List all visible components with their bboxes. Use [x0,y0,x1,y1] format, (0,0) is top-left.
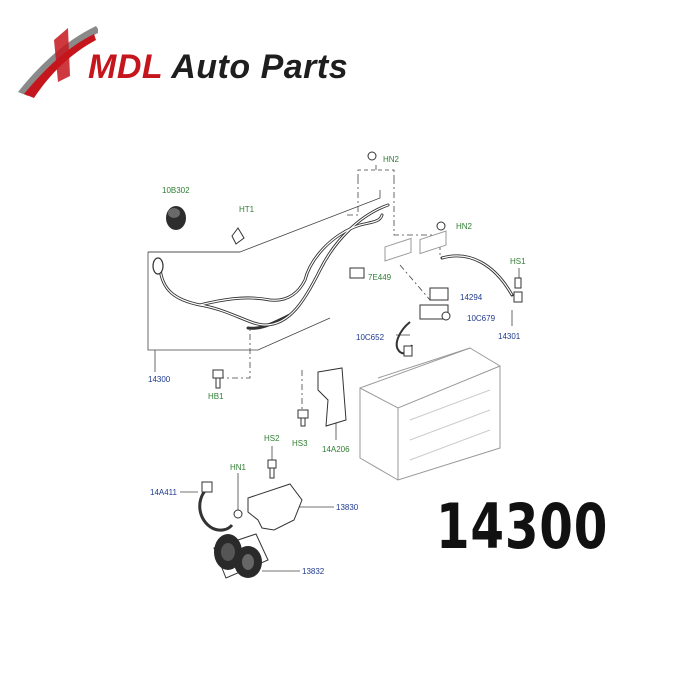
swoosh-logo-icon [18,26,100,98]
callout-hs3: HS3 [292,439,308,448]
bracket-14a206 [317,367,347,427]
callout-14300: 14300 [148,375,171,384]
callout-14a206: 14A206 [322,445,350,454]
bracket-13830 [247,483,303,531]
callout-14294: 14294 [460,293,483,302]
battery-terminal-14294 [419,287,451,321]
battery-cable-harness [158,203,390,330]
harness-frame-left [147,252,331,351]
callout-13832: 13832 [302,567,325,576]
hs2-bolt [267,459,277,479]
brand-name: MDL Auto Parts [88,48,348,87]
hs3-bolt [297,409,309,427]
battery [359,230,501,481]
callout-hn2-top: HN2 [383,155,400,164]
hb1-bolt [212,369,224,389]
brand-logo: MDL Auto Parts [8,12,368,102]
callout-hs2: HS2 [264,434,280,443]
callout-ht1: HT1 [239,205,255,214]
7e449-connector [349,267,365,279]
callout-10b302: 10B302 [162,186,190,195]
ht1-fastener [231,227,245,245]
brand-name-mdl: MDL [88,48,163,86]
callout-13830: 13830 [336,503,359,512]
battery-cap-10b302 [166,206,186,230]
callout-14a411: 14A411 [150,488,178,497]
brand-name-rest: Auto Parts [162,48,349,86]
callout-10c652: 10C652 [356,333,385,342]
negative-cable-14301 [440,254,514,297]
callout-hn2-right: HN2 [456,222,473,231]
cable-14a411 [198,488,234,532]
callout-hb1: HB1 [208,392,224,401]
part-number-display: 14300 [436,490,609,563]
horn-13832 [213,533,269,579]
callout-14301: 14301 [498,332,521,341]
hn1-nut [233,509,243,519]
callout-7e449: 7E449 [368,273,392,282]
callout-10c679: 10C679 [467,314,496,323]
callout-hn1: HN1 [230,463,247,472]
callout-hs1: HS1 [510,257,526,266]
